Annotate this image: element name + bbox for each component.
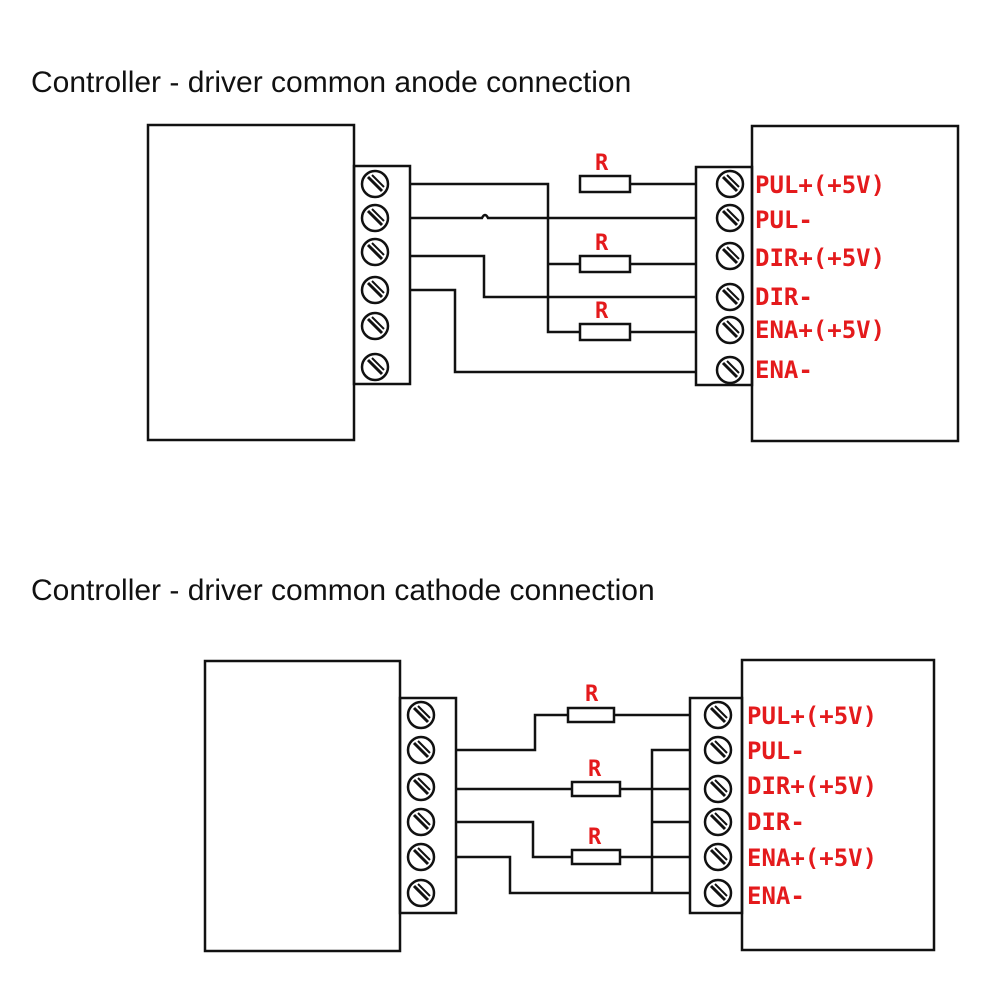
screw-terminal-icon: [360, 311, 390, 341]
diagram1-title: Controller - driver common anode connect…: [31, 66, 632, 99]
screw-terminal-icon: [360, 203, 390, 233]
pin-label-ena-minus: ENA-: [747, 882, 805, 910]
screw-terminal-icon: [703, 700, 733, 730]
screw-terminal-icon: [406, 700, 436, 730]
screw-terminal-icon: [360, 352, 390, 382]
screw-terminal-icon: [360, 237, 390, 267]
controller-box: [146, 123, 356, 442]
screw-terminals: [360, 169, 745, 908]
resistor: [570, 848, 622, 866]
pin-label-ena-minus: ENA-: [755, 356, 813, 384]
resistor: [570, 780, 622, 798]
resistor-label: R: [585, 682, 599, 707]
screw-terminal-icon: [703, 774, 733, 804]
pin-label-dir-minus: DIR-: [747, 808, 805, 836]
pin-label-ena-plus: ENA+(+5V): [755, 316, 885, 344]
resistor: [578, 174, 632, 194]
resistor: [578, 254, 632, 274]
pin-label-pul-plus: PUL+(+5V): [747, 702, 877, 730]
resistor: [578, 322, 632, 342]
diagram2-resistors: [566, 706, 622, 866]
screw-terminal-icon: [715, 241, 745, 271]
diagram1-resistors: [578, 174, 632, 342]
resistor-label: R: [595, 151, 609, 176]
resistor-label: R: [588, 825, 602, 850]
resistor-label: R: [595, 299, 609, 324]
screw-terminal-icon: [715, 169, 745, 199]
screw-terminal-icon: [703, 842, 733, 872]
screw-terminal-icon: [406, 807, 436, 837]
screw-terminal-icon: [406, 878, 436, 908]
pin-label-pul-minus: PUL-: [755, 206, 813, 234]
screw-terminal-icon: [703, 878, 733, 908]
pin-label-ena-plus: ENA+(+5V): [747, 844, 877, 872]
screw-terminal-icon: [703, 807, 733, 837]
resistor: [566, 706, 616, 724]
controller-terminal-block: [398, 696, 458, 915]
diagram2-title: Controller - driver common cathode conne…: [31, 574, 655, 607]
driver-terminal-block: [688, 696, 744, 915]
screw-terminal-icon: [406, 772, 436, 802]
pin-label-dir-plus: DIR+(+5V): [755, 244, 885, 272]
resistor-label: R: [588, 757, 602, 782]
diagram2-wires: [456, 713, 690, 895]
screw-terminal-icon: [715, 315, 745, 345]
screw-terminal-icon: [406, 735, 436, 765]
screw-terminal-icon: [715, 282, 745, 312]
driver-terminal-block: [694, 165, 754, 387]
screw-terminal-icon: [360, 169, 390, 199]
resistor-label: R: [595, 231, 609, 256]
screw-terminal-icon: [406, 842, 436, 872]
screw-terminal-icon: [715, 355, 745, 385]
screw-terminal-icon: [360, 275, 390, 305]
pin-label-dir-minus: DIR-: [755, 283, 813, 311]
screw-terminal-icon: [715, 203, 745, 233]
diagram1-wires: [410, 182, 696, 374]
pin-label-pul-plus: PUL+(+5V): [755, 171, 885, 199]
controller-box: [203, 659, 402, 953]
pin-label-dir-plus: DIR+(+5V): [747, 772, 877, 800]
screw-terminal-icon: [703, 735, 733, 765]
controller-terminal-block: [352, 164, 412, 386]
pin-label-pul-minus: PUL-: [747, 737, 805, 765]
